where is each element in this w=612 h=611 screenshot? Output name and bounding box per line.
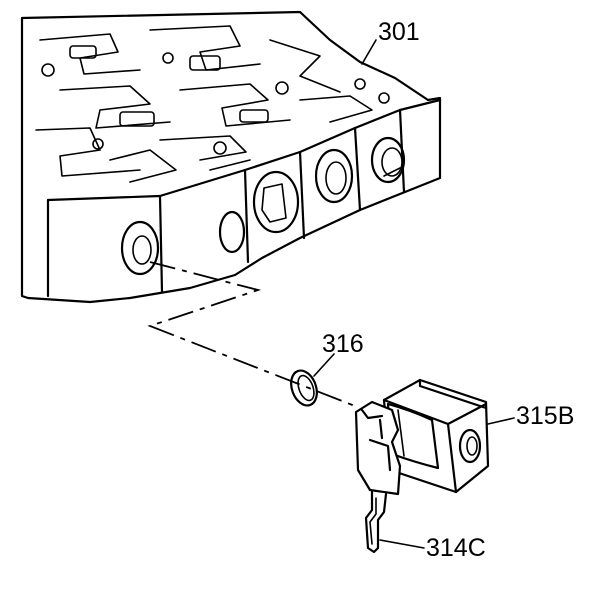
bore-4 [314, 148, 354, 204]
leader-314c [379, 539, 425, 549]
clip [364, 490, 388, 554]
bore-3 [252, 170, 300, 234]
leader-301 [361, 39, 377, 65]
assembly-centerline [147, 261, 356, 407]
o-ring [290, 369, 318, 407]
leader-315b [487, 417, 515, 425]
callout-301: 301 [378, 18, 420, 46]
bore-5 [370, 136, 406, 184]
bore-1 [120, 220, 160, 276]
valve-body [20, 10, 442, 304]
valve-body-channels [35, 25, 390, 183]
bore-2 [218, 210, 246, 254]
solenoid [354, 378, 490, 496]
solenoid-bracket [354, 400, 402, 496]
leader-316 [313, 353, 335, 377]
callout-314c: 314C [426, 534, 486, 562]
callout-316: 316 [322, 330, 364, 358]
valve-body-outline [20, 10, 442, 304]
callout-315b: 315B [516, 402, 574, 430]
